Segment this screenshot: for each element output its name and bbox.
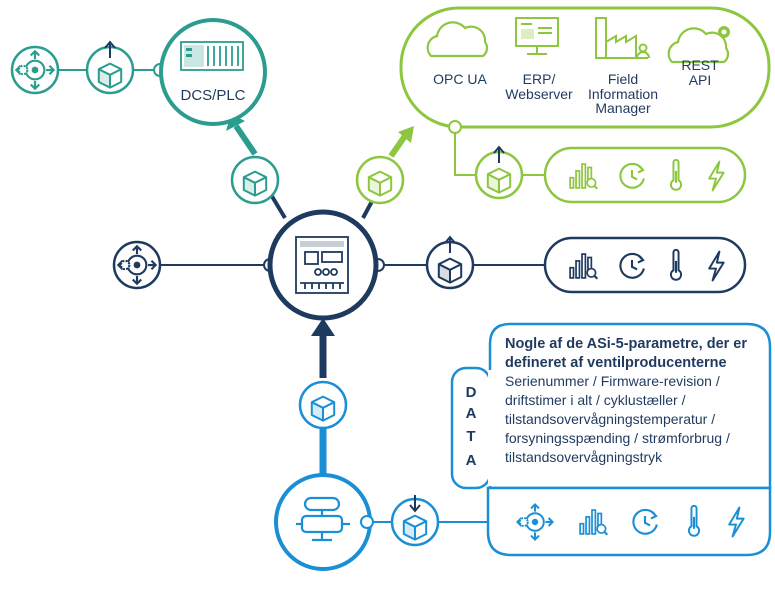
tab-joint — [488, 370, 493, 486]
data-panel-title: Nogle af de ASi-5-parametre, der er defi… — [505, 336, 748, 371]
arrow-to-cloud-head — [398, 126, 414, 143]
box-package-icon — [367, 170, 393, 197]
cloud-target-fim: Field Information Manager — [587, 71, 659, 117]
link-cloud-package — [454, 127, 477, 176]
cloud-target-rest-api: REST API — [681, 57, 719, 88]
box-package-icon — [97, 62, 123, 89]
data-item: driftstimer i alt / cyklustæller / — [505, 391, 686, 408]
upload-arrow-icon — [104, 40, 116, 58]
dcs-plc-node — [159, 18, 267, 126]
valve-actuator-icon — [296, 496, 350, 542]
status-box-green — [543, 146, 747, 204]
cloud-targets-panel — [399, 6, 771, 129]
factory-icon — [595, 17, 650, 59]
data-item: tilstandsovervågningstryk — [505, 448, 663, 465]
data-letter: A — [465, 405, 477, 422]
asi-controller-icon — [295, 236, 349, 294]
arrow-to-center-head — [311, 318, 335, 336]
data-panel-text: Nogle af de ASi-5-parametre, der er defi… — [505, 335, 763, 467]
plc-rack-icon — [180, 41, 244, 71]
data-panel-lower — [486, 486, 772, 557]
cloud-target-erp: ERP/ Webserver — [505, 71, 573, 102]
dcs-plc-label: DCS/PLC — [180, 87, 246, 104]
monitor-icon — [515, 17, 559, 55]
data-item: tilstandsovervågningstemperatur / — [505, 410, 716, 427]
cloud-branch — [355, 6, 771, 205]
data-letter: A — [465, 452, 477, 469]
data-letter: T — [466, 428, 476, 445]
download-arrow-icon — [409, 495, 421, 513]
middle-row — [112, 209, 747, 321]
cloud-target-opc-ua: OPC UA — [433, 71, 487, 87]
dcs-branch — [10, 18, 280, 205]
junction-dot — [448, 120, 462, 134]
box-package-icon — [437, 257, 463, 284]
box-package-icon — [402, 514, 428, 541]
junction-dot — [360, 515, 374, 529]
valve-branch — [274, 322, 772, 571]
data-panel-items: Serienummer / Firmware-revision / drifts… — [505, 372, 763, 466]
arrow-to-dcs-shaft — [233, 124, 258, 156]
box-package-icon — [310, 395, 336, 422]
data-letter: D — [465, 384, 477, 401]
upload-arrow-icon — [444, 235, 456, 253]
gear-icon — [718, 26, 730, 38]
status-box-navy — [543, 236, 747, 294]
valve-node — [274, 473, 372, 571]
box-package-icon — [486, 167, 512, 194]
data-item: forsyningsspænding / strømforbrug / — [505, 429, 730, 446]
asi-controller-node — [267, 209, 379, 321]
box-package-icon — [242, 170, 268, 197]
data-item: Serienummer / Firmware-revision / — [505, 373, 720, 390]
upload-arrow-icon — [493, 145, 505, 163]
arrow-to-cloud-shaft — [388, 134, 408, 158]
